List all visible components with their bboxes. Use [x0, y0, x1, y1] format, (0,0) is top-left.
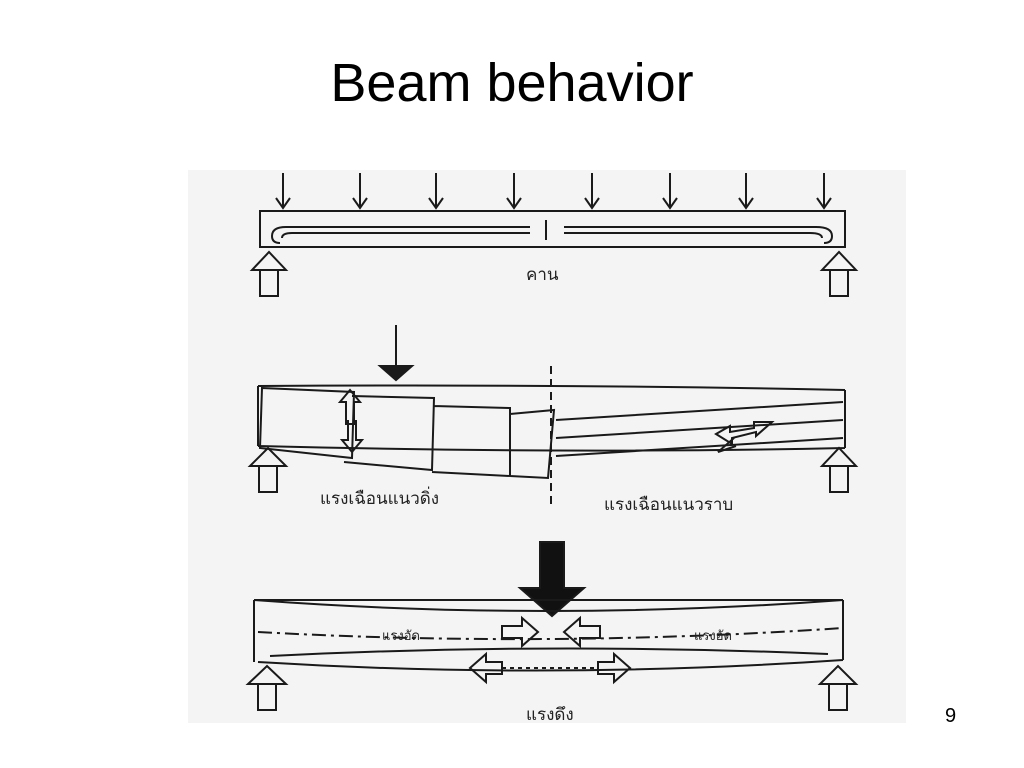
horizontal-shear-arrows: [714, 421, 775, 453]
tension-arrow-left: [468, 651, 503, 685]
beam-label: คาน: [526, 265, 559, 285]
distributed-load-arrows: [275, 173, 832, 210]
compression-arrow-right: [562, 615, 601, 649]
beam-diagram: คาน แรงเฉือนแนวดิ่ง แรงเฉือนแนวราบ: [188, 170, 906, 723]
vertical-shear-arrows: [337, 388, 365, 454]
compression-label-right: แรงอัด: [694, 629, 732, 644]
beam-outline: [259, 210, 846, 248]
reinforcement-left: [270, 226, 530, 244]
compression-arrow-left: [501, 615, 540, 649]
vertical-shear-label: แรงเฉือนแนวดิ่ง: [320, 486, 439, 509]
panel-shear: แรงเฉือนแนวดิ่ง แรงเฉือนแนวราบ: [247, 325, 859, 515]
horizontal-shear-label: แรงเฉือนแนวราบ: [604, 495, 733, 515]
support-arrow-right: [819, 250, 859, 297]
support-arrow-left: [249, 250, 289, 297]
support-arrow-right-2: [819, 446, 859, 493]
compression-label-left: แรงอัด: [382, 629, 420, 644]
neutral-axis: [257, 627, 844, 641]
tension-label: แรงดึง: [526, 705, 574, 723]
slide-title: Beam behavior: [330, 53, 694, 113]
vertical-shear-blocks: [258, 386, 556, 480]
support-arrow-left-2: [247, 446, 289, 493]
tension-arrow-right: [597, 651, 632, 685]
support-arrow-right-3: [817, 664, 859, 711]
heavy-load-arrow: [517, 541, 587, 618]
reinforcement-right: [564, 226, 834, 244]
deflected-beam-outline: [257, 384, 846, 452]
page-number: 9: [945, 705, 957, 727]
panel-bending: แรงอัด แรงอัด แรงดึง: [245, 541, 859, 723]
panel-uniform-load: คาน: [249, 173, 859, 297]
horizontal-shear-layers: [555, 401, 844, 457]
support-arrow-left-3: [245, 664, 289, 711]
bent-beam-outline: [253, 599, 844, 672]
